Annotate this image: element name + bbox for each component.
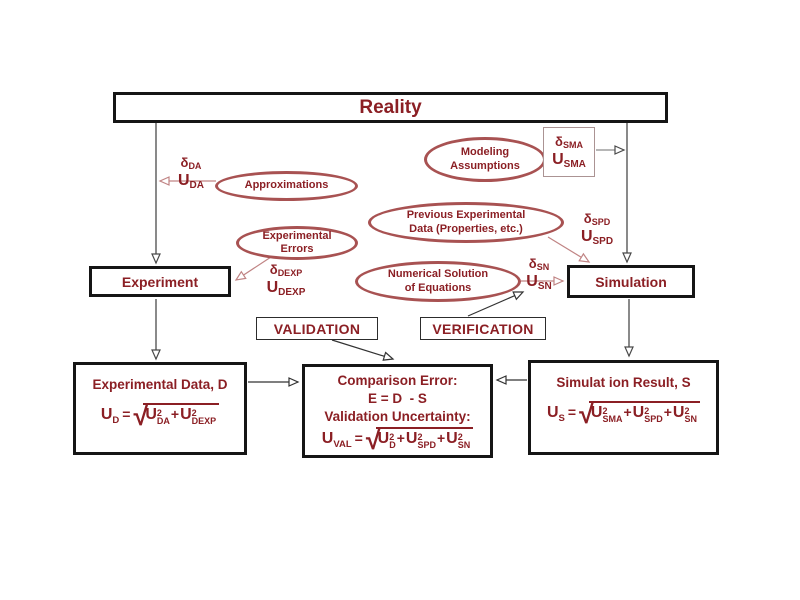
numerical-solution-line1: Numerical Solution: [387, 268, 489, 281]
delta-spd-label: δSPD: [583, 211, 611, 227]
simulation-result-title: Simulat ion Result, S: [556, 375, 691, 390]
validation-uncertainty-label: Validation Uncertainty:: [324, 409, 471, 424]
delta-dexp-label: δDEXP: [269, 262, 303, 278]
delta-sn-label: δSN: [528, 256, 550, 272]
verification-box: VERIFICATION: [420, 317, 546, 340]
experiment-box: Experiment: [89, 266, 231, 297]
sma-uncertainty-box: δSMA USMA: [543, 127, 595, 177]
reality-box: Reality: [113, 92, 668, 123]
sn-uncertainty-label: δSN USN: [514, 257, 564, 292]
u-sma-label: USMA: [552, 150, 586, 170]
simulation-box: Simulation: [567, 265, 695, 298]
spd-uncertainty-label: δSPD USPD: [568, 212, 626, 247]
validation-label: VALIDATION: [273, 320, 361, 337]
validation-box: VALIDATION: [256, 317, 378, 340]
dexp-uncertainty-label: δDEXP UDEXP: [252, 263, 320, 298]
u-da-label: UDA: [177, 172, 204, 191]
simulation-label: Simulation: [595, 273, 667, 290]
delta-da-label: δDA: [180, 155, 202, 171]
verification-label: VERIFICATION: [432, 320, 534, 337]
experiment-label: Experiment: [121, 273, 199, 290]
numerical-solution-ellipse: Numerical Solution of Equations: [355, 261, 521, 302]
u-dexp-label: UDEXP: [266, 279, 306, 298]
da-uncertainty-label: δDA UDA: [166, 156, 216, 191]
experimental-errors-line1: Experimental: [262, 229, 332, 242]
u-sn-label: USN: [526, 273, 552, 292]
reality-label: Reality: [359, 96, 422, 118]
previous-experimental-data-ellipse: Previous Experimental Data (Properties, …: [368, 202, 564, 243]
modeling-assumptions-ellipse: Modeling Assumptions: [424, 137, 546, 182]
comparison-box: Comparison Error: E = D - S Validation U…: [302, 364, 493, 458]
prev-exp-line2: Data (Properties, etc.): [409, 222, 523, 235]
comparison-equation: E = D - S: [368, 391, 427, 406]
u-spd-label: USPD: [580, 228, 614, 247]
prev-exp-line1: Previous Experimental: [406, 209, 526, 222]
approximations-label: Approximations: [244, 179, 329, 192]
approximations-ellipse: Approximations: [215, 171, 358, 201]
arrow-validation-to-comparison: [331, 339, 395, 361]
modeling-assumptions-line1: Modeling: [460, 146, 510, 159]
comparison-title: Comparison Error:: [337, 373, 458, 388]
numerical-solution-line2: of Equations: [404, 281, 472, 294]
experimental-data-title: Experimental Data, D: [92, 377, 228, 392]
modeling-assumptions-line2: Assumptions: [450, 159, 520, 172]
delta-sma-label: δSMA: [555, 133, 583, 150]
experimental-errors-ellipse: Experimental Errors: [236, 226, 358, 260]
experimental-errors-line2: Errors: [280, 243, 314, 255]
